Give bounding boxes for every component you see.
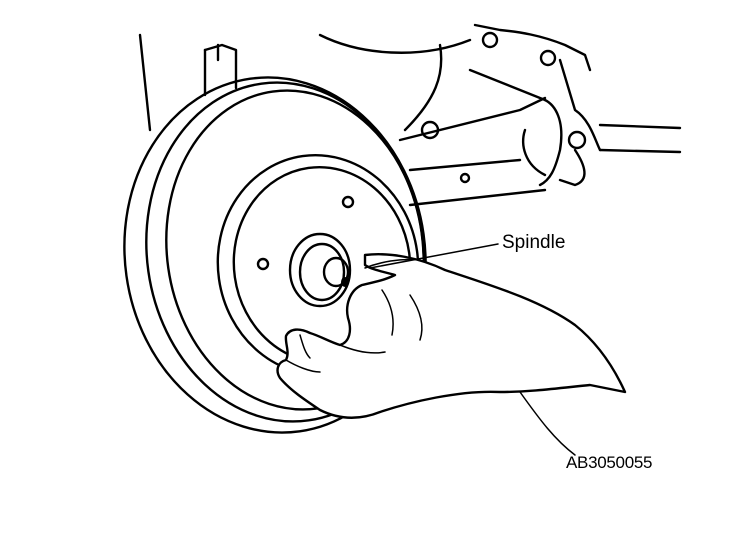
figure-id-label: AB3050055 (566, 453, 653, 472)
figure-id-leader-line (519, 391, 576, 456)
spindle (288, 232, 352, 308)
suspension-frame (138, 23, 682, 207)
spindle-callout-label: Spindle (502, 232, 566, 253)
hand (276, 253, 627, 419)
spindle-leader-line (369, 243, 499, 269)
